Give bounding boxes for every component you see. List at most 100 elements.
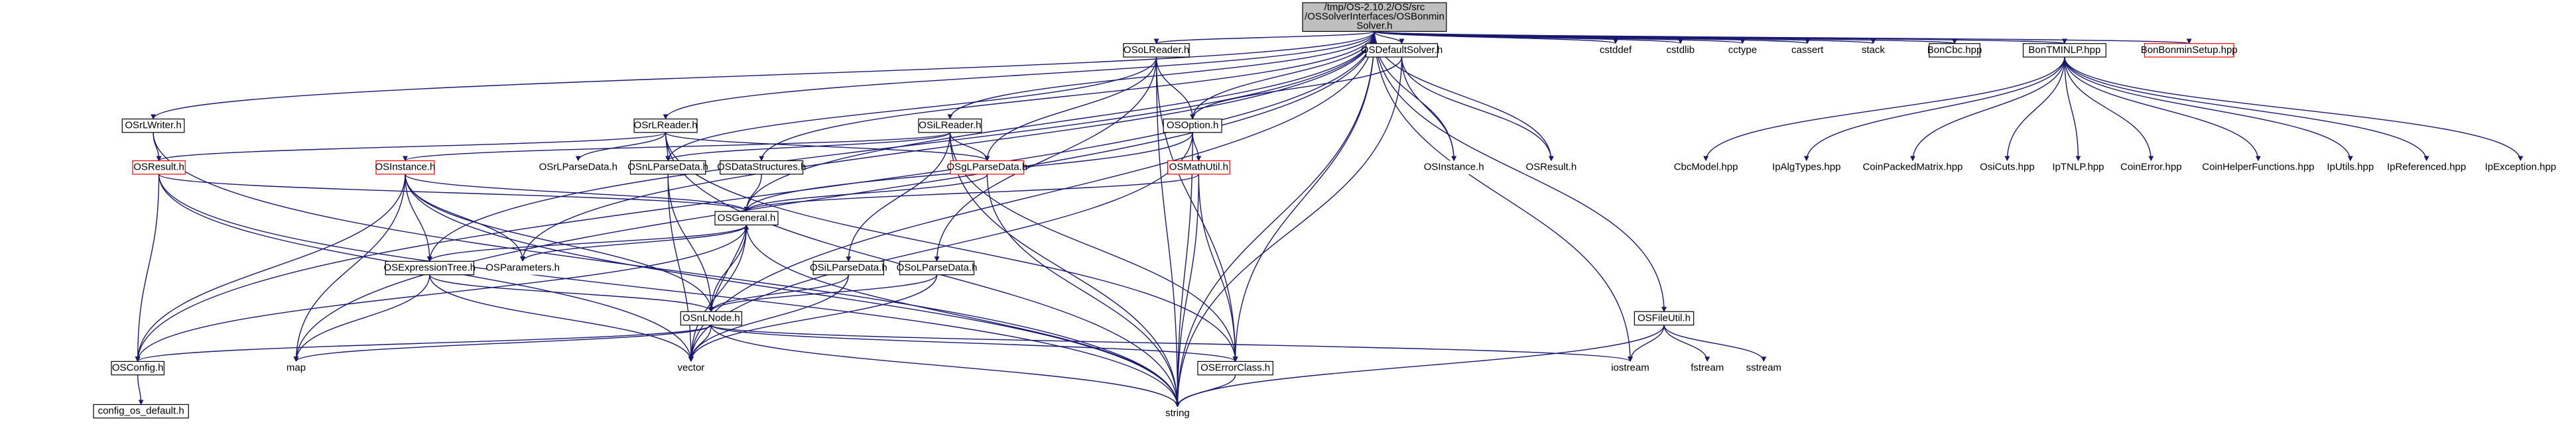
node-osgparsedata[interactable]: OSgLParseData.h	[947, 160, 1028, 175]
node-label-sstream: sstream	[1746, 362, 1781, 374]
node-osgeneral[interactable]: OSGeneral.h	[714, 211, 779, 226]
node-bonbonminsetup[interactable]: BonBonminSetup.hpp	[2141, 43, 2238, 58]
node-label-osnlnode: OSnLNode.h	[682, 312, 740, 323]
edge-osinstance_red-to-string	[405, 174, 1181, 408]
edge-osdefaultsolver-to-string	[1175, 57, 1403, 408]
edge-osrlwriter-to-osresult_red	[153, 132, 162, 162]
edge-bontmnlp-to-ipalgtypes	[1803, 57, 2065, 162]
node-bg-osinstance_top	[1425, 160, 1484, 174]
edge-osilreader-to-osinstance_red	[403, 132, 951, 162]
edge-osinstance_red-to-osparameters	[405, 174, 526, 262]
node-box-osdefaultsolver	[1366, 43, 1438, 58]
edge-osilreader-to-oserrorclass	[949, 132, 1238, 362]
edge-osolparsedata-to-osnlnode	[708, 274, 938, 313]
node-label-oslreader1: OSoLReader.h	[1124, 44, 1189, 56]
node-label-osrlwriter: OSrLWriter.h	[125, 120, 181, 131]
edge-osexpressiontree-to-vector	[429, 274, 694, 362]
node-box-boncbc	[1929, 43, 1980, 58]
node-label-config_os_default: config_os_default.h	[98, 406, 184, 417]
edge-osilparsedata-to-osnlnode	[708, 274, 850, 313]
node-label-vector: vector	[677, 362, 704, 374]
edge-osnlnode-to-map	[293, 324, 712, 362]
node-box-oslreader1	[1123, 43, 1190, 58]
edge-root-to-osrlwriter	[151, 31, 1376, 120]
node-osmathutil[interactable]: OSMathUtil.h	[1167, 160, 1230, 175]
node-oslreader1[interactable]: OSoLReader.h	[1123, 43, 1190, 58]
node-osrlreader[interactable]: OSrLReader.h	[633, 118, 698, 133]
node-osresult_red[interactable]: OSResult.h	[132, 160, 186, 175]
node-ipexception: IpException.hpp	[2485, 160, 2556, 174]
edge-bontmnlp-to-ipreferenced	[2064, 57, 2429, 162]
edge-osinstance_red-to-osnlnode	[405, 174, 714, 313]
node-box-osgparsedata	[950, 160, 1025, 175]
node-osinstance_red[interactable]: OSInstance.h	[375, 160, 436, 175]
edge-osfileutil-to-iostream	[1627, 325, 1665, 362]
node-oserrorclass[interactable]: OSErrorClass.h	[1197, 360, 1273, 376]
edge-osnlnode-to-oserrorclass	[710, 324, 1238, 362]
node-stack: stack	[1854, 43, 1892, 58]
node-box-osilreader	[918, 118, 982, 133]
edges-layer	[135, 30, 2524, 408]
edge-osinstance_red-to-osexpressiontree	[405, 174, 432, 262]
node-osexpressiontree[interactable]: OSExpressionTree.h	[383, 260, 476, 276]
node-label-osparameters: OSParameters.h	[485, 262, 560, 273]
edge-bontmnlp-to-ipexception	[2064, 57, 2524, 162]
node-osnlnode[interactable]: OSnLNode.h	[680, 311, 743, 326]
edge-bontmnlp-to-coinerror	[2064, 57, 2154, 162]
node-label-cbcmodel: CbcModel.hpp	[1674, 162, 1738, 173]
node-osconfig[interactable]: OSConfig.h	[111, 360, 164, 376]
node-box-osrlreader	[633, 118, 698, 133]
node-box-osinstance_red	[375, 160, 435, 175]
edge-osrlreader-to-oserrorclass	[665, 132, 1238, 362]
node-box-root	[1302, 2, 1447, 32]
node-box-osfileutil	[1634, 311, 1695, 326]
edge-bontmnlp-to-osicuts	[2004, 57, 2065, 162]
node-boncbc[interactable]: BonCbc.hpp	[1927, 43, 1982, 58]
node-label-osexpressiontree: OSExpressionTree.h	[383, 262, 476, 273]
node-osolparsedata[interactable]: OSoLParseData.h	[897, 260, 978, 276]
edge-osresult_red-to-string	[158, 174, 1181, 408]
node-bg-sstream	[1744, 361, 1783, 375]
node-label-ipreferenced: IpReferenced.hpp	[2387, 162, 2466, 173]
edge-bontmnlp-to-cbcmodel	[1703, 57, 2065, 162]
edge-root-to-osdefaultsolver	[1374, 31, 1405, 44]
node-osfileutil[interactable]: OSFileUtil.h	[1634, 311, 1695, 326]
node-box-osresult_red	[132, 160, 186, 175]
edge-osilreader-to-osnlparsedata	[665, 132, 951, 162]
node-label-ipalgtypes: IpAlgTypes.hpp	[1772, 162, 1840, 173]
node-label-osdatastructures: OSDataStructures.h	[717, 162, 806, 173]
node-label-osmathutil: OSMathUtil.h	[1169, 162, 1228, 173]
edge-bontmnlp-to-coinpackedmatrix	[1909, 57, 2065, 162]
edge-osoption-to-osmathutil	[1192, 132, 1202, 162]
node-label-osinstance_red: OSInstance.h	[375, 162, 436, 173]
edge-osgeneral-to-osexpressiontree	[426, 225, 747, 262]
edge-osgeneral-to-vector	[688, 225, 747, 362]
edge-root-to-iostream	[1374, 31, 1633, 362]
node-bg-ipexception	[2485, 160, 2556, 174]
edge-osdefaultsolver-to-osinstance_top	[1401, 57, 1457, 162]
edge-osexpressiontree-to-osnlnode	[429, 274, 714, 313]
node-osdatastructures[interactable]: OSDataStructures.h	[717, 160, 806, 175]
node-label-osresult_top: OSResult.h	[1526, 162, 1577, 173]
node-box-osilparsedata	[812, 260, 885, 276]
node-osrlwriter[interactable]: OSrLWriter.h	[121, 118, 185, 133]
node-fstream: fstream	[1688, 361, 1727, 375]
node-osnlparsedata[interactable]: OSnLParseData.h	[627, 160, 708, 175]
node-osilreader[interactable]: OSiLReader.h	[918, 118, 982, 133]
node-bg-osicuts	[1981, 160, 2033, 174]
edge-osnlnode-to-osconfig	[135, 324, 712, 362]
node-config_os_default[interactable]: config_os_default.h	[93, 404, 189, 419]
node-root[interactable]: /tmp/OS-2.10.2/OS/src/OSSolverInterfaces…	[1302, 2, 1447, 32]
node-label-iptnlp: IpTNLP.hpp	[2052, 162, 2104, 173]
node-osilparsedata[interactable]: OSiLParseData.h	[810, 260, 887, 276]
node-osparameters: OSParameters.h	[485, 261, 560, 275]
node-bontmnlp[interactable]: BonTMINLP.hpp	[2022, 43, 2106, 58]
node-osoption[interactable]: OSOption.h	[1163, 118, 1222, 133]
node-label-cctype: cctype	[1728, 44, 1757, 56]
node-label-osnlparsedata: OSnLParseData.h	[627, 162, 708, 173]
node-label-oserrorclass: OSErrorClass.h	[1200, 362, 1270, 374]
edge-osfileutil-to-string	[1175, 325, 1665, 408]
edge-osilparsedata-to-vector	[688, 274, 850, 362]
node-bg-iptnlp	[2052, 160, 2104, 174]
node-osdefaultsolver[interactable]: OSDefaultSolver.h	[1361, 43, 1443, 58]
